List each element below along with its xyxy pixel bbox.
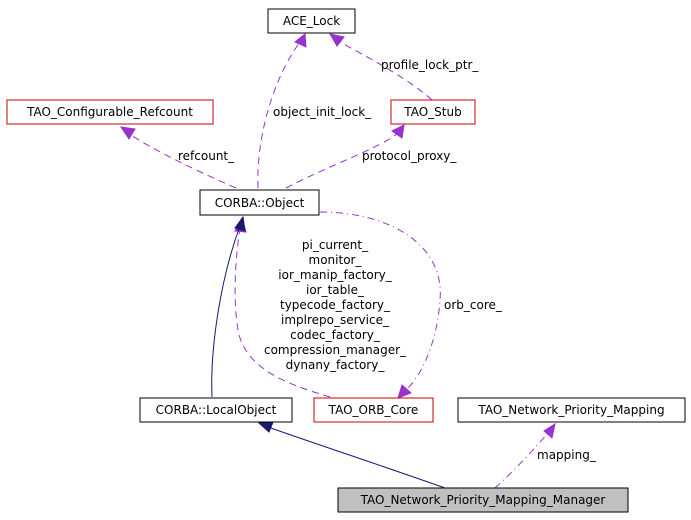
edge-mapping: [494, 422, 556, 489]
node-corba-localobject[interactable]: CORBA::LocalObject: [139, 397, 293, 423]
orb-member-label: pi_current_: [302, 238, 369, 252]
node-tao-stub-label: TAO_Stub: [403, 105, 461, 119]
orb-member-label: dynany_factory_: [286, 358, 386, 372]
node-tao-network-priority-mapping-label: TAO_Network_Priority_Mapping: [477, 403, 664, 417]
node-ace-lock[interactable]: ACE_Lock: [267, 8, 356, 34]
edge-profile-lock-ptr: [328, 33, 433, 101]
node-tao-stub[interactable]: TAO_Stub: [390, 99, 476, 125]
label-object-init-lock: object_init_lock_: [273, 105, 372, 119]
node-tao-network-priority-mapping[interactable]: TAO_Network_Priority_Mapping: [457, 397, 686, 423]
label-refcount: refcount_: [178, 149, 235, 163]
orb-member-label: compression_manager_: [264, 343, 407, 357]
edge-inherit-manager-localobject: [257, 421, 446, 489]
edge-object-init-lock: [257, 33, 307, 189]
node-tao-orb-core[interactable]: TAO_ORB_Core: [313, 397, 434, 423]
label-mapping: mapping_: [537, 448, 597, 462]
node-tao-configurable-refcount[interactable]: TAO_Configurable_Refcount: [6, 99, 214, 125]
node-corba-localobject-label: CORBA::LocalObject: [156, 403, 277, 417]
orb-member-label: implrepo_service_: [281, 313, 390, 327]
label-orb-members: pi_current_ monitor_ ior_manip_factory_ …: [264, 238, 407, 372]
edge-refcount: [119, 126, 237, 189]
orb-member-label: typecode_factory_: [280, 298, 391, 312]
orb-member-label: monitor_: [309, 253, 363, 267]
orb-member-label: ior_manip_factory_: [278, 268, 392, 282]
node-tao-configurable-refcount-label: TAO_Configurable_Refcount: [26, 105, 193, 119]
edge-inherit-localobject-object: [211, 215, 246, 398]
orb-member-label: codec_factory_: [290, 328, 381, 342]
edge-orb-core: [319, 211, 441, 399]
label-orb-core: orb_core_: [444, 298, 503, 312]
node-corba-object[interactable]: CORBA::Object: [199, 189, 320, 216]
orb-member-label: ior_table_: [306, 283, 365, 297]
node-tao-network-priority-mapping-manager[interactable]: TAO_Network_Priority_Mapping_Manager: [337, 487, 629, 513]
label-profile-lock-ptr: profile_lock_ptr_: [381, 58, 479, 72]
edge-protocol-proxy: [285, 124, 405, 189]
node-tao-network-priority-mapping-manager-label: TAO_Network_Priority_Mapping_Manager: [360, 493, 606, 507]
node-ace-lock-label: ACE_Lock: [283, 14, 340, 28]
label-protocol-proxy: protocol_proxy_: [362, 149, 457, 163]
node-corba-object-label: CORBA::Object: [215, 196, 305, 210]
node-tao-orb-core-label: TAO_ORB_Core: [328, 403, 419, 417]
